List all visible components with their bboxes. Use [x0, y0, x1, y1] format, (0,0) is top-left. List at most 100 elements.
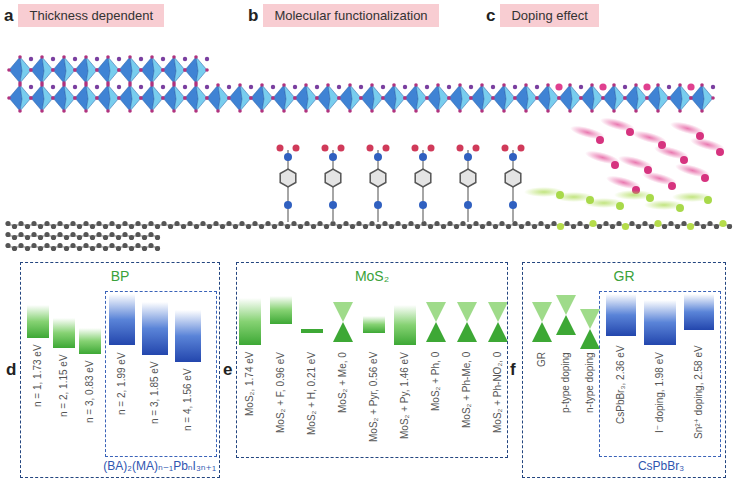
benzene-ring	[460, 169, 476, 187]
carbon-atom	[460, 221, 465, 226]
halide-atom	[139, 96, 143, 100]
dopant-atom	[557, 223, 564, 230]
carbon-atom	[12, 246, 17, 251]
carbon-atom	[480, 224, 485, 229]
dopant-ion	[556, 191, 564, 199]
carbon-atom	[18, 243, 23, 248]
carbon-atom	[31, 243, 36, 248]
cation-atom	[73, 57, 77, 61]
panel-title: MoS₂	[237, 268, 507, 284]
cation-atom	[183, 57, 187, 61]
carbon-atom	[259, 224, 264, 229]
halide-atom	[84, 55, 88, 59]
halide-atom	[678, 83, 682, 87]
octahedron-face	[273, 85, 286, 111]
carbon-atom	[194, 224, 199, 229]
carbon-atom	[597, 224, 602, 229]
carbon-atom	[57, 232, 62, 237]
carbon-atom	[473, 221, 478, 226]
halide-atom	[689, 96, 693, 100]
octahedron-face	[295, 85, 308, 111]
carbon-atom	[603, 221, 608, 226]
carbon-atom	[38, 246, 43, 251]
halide-atom	[700, 109, 704, 113]
halide-atom	[106, 83, 110, 87]
halide-atom	[7, 68, 11, 72]
halide-atom	[458, 109, 462, 113]
dopant-atom	[622, 223, 629, 230]
band-label: n = 2, 1.15 eV	[58, 354, 70, 417]
band-label: n = 3, 1.85 eV	[149, 361, 161, 424]
carbon-atom	[109, 243, 114, 248]
carbon-atom	[636, 224, 641, 229]
carbon-atom	[226, 221, 231, 226]
halide-atom	[106, 55, 110, 59]
carbon-atom	[532, 224, 537, 229]
carbon-atom	[304, 221, 309, 226]
halide-atom	[194, 83, 198, 87]
halide-atom	[469, 96, 473, 100]
carbon-atom	[155, 235, 160, 240]
carbon-atom	[207, 224, 212, 229]
carbon-atom	[51, 235, 56, 240]
halide-atom	[458, 83, 462, 87]
band-label: p-type doping	[560, 352, 572, 413]
panel-tag: bMolecular functionalization	[248, 4, 439, 27]
panel-title: GR	[523, 268, 725, 284]
octahedron-face	[669, 85, 682, 111]
carbon-atom	[239, 221, 244, 226]
halide-atom	[623, 96, 627, 100]
halide-atom	[645, 96, 649, 100]
carbon-atom	[31, 221, 36, 226]
halide-atom	[205, 68, 209, 72]
cation-atom	[623, 85, 627, 89]
dopant-atom	[555, 83, 562, 90]
octahedron-face	[361, 85, 374, 111]
dopant-ion	[701, 174, 709, 182]
band-bar	[363, 316, 385, 333]
carbon-atom	[116, 246, 121, 251]
carbon-atom	[142, 224, 147, 229]
halide-atom	[568, 109, 572, 113]
nitrogen-atom	[329, 201, 337, 209]
halide-atom	[348, 83, 352, 87]
carbon-atom	[343, 221, 348, 226]
carbon-atom	[38, 224, 43, 229]
halide-atom	[381, 96, 385, 100]
band-label: Sn²⁺ doping, 2.58 eV	[693, 345, 705, 439]
carbon-atom	[681, 221, 686, 226]
carbon-atom	[311, 224, 316, 229]
carbon-atom	[629, 221, 634, 226]
band-label: MoS₂ + H, 0.21 eV	[306, 352, 318, 435]
carbon-atom	[441, 224, 446, 229]
carbon-atom	[499, 221, 504, 226]
carbon-atom	[213, 221, 218, 226]
carbon-atom	[174, 221, 179, 226]
octahedron-face	[97, 85, 110, 111]
cation-atom	[95, 85, 99, 89]
carbon-atom	[402, 224, 407, 229]
halide-atom	[326, 109, 330, 113]
carbon-atom	[389, 224, 394, 229]
halide-atom	[106, 109, 110, 113]
halide-atom	[128, 55, 132, 59]
octahedron-face	[119, 85, 132, 111]
carbon-atom	[727, 224, 732, 229]
carbon-atom	[467, 224, 472, 229]
octahedron-face	[163, 85, 176, 111]
carbon-atom	[616, 221, 621, 226]
carbon-atom	[83, 232, 88, 237]
carbon-atom	[44, 232, 49, 237]
cation-atom	[337, 85, 341, 89]
carbon-atom	[519, 224, 524, 229]
cation-atom	[51, 85, 55, 89]
band-label: MoS₂ + Me, 0	[337, 352, 349, 413]
dirac-cone	[580, 309, 600, 329]
carbon-atom	[649, 224, 654, 229]
panel-letter: d	[6, 360, 16, 380]
dopant-atom	[643, 83, 650, 90]
octahedron-face	[75, 57, 88, 83]
carbon-atom	[122, 243, 127, 248]
halide-atom	[271, 96, 275, 100]
